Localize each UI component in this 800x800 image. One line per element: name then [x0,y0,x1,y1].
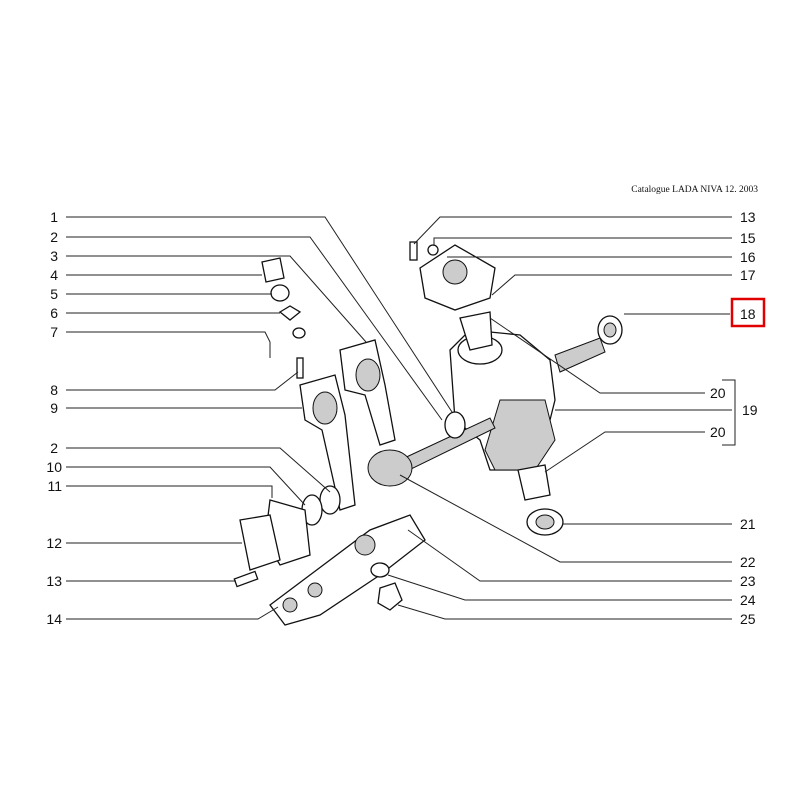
callout-25: 25 [740,611,756,627]
callout-17: 17 [740,267,756,283]
callout-13: 13 [46,573,62,589]
callout-1: 1 [50,209,58,225]
callout-23: 23 [740,573,756,589]
right-labels: 13 15 16 17 18 20 19 20 21 22 23 24 25 [710,209,766,627]
left-labels: 1 2 3 4 5 6 7 8 9 2 10 11 12 13 14 [46,209,62,627]
callout-24: 24 [740,592,756,608]
callout-16: 16 [740,249,756,265]
callout-2b: 2 [50,440,58,456]
callout-11: 11 [47,478,62,494]
callout-2: 2 [50,229,58,245]
leader-lines [66,216,736,620]
callout-15: 15 [740,230,756,246]
callout-5: 5 [50,286,58,302]
callout-8: 8 [50,382,58,398]
callout-3: 3 [50,248,58,264]
callout-4: 4 [50,267,58,283]
callout-22: 22 [740,554,756,570]
callout-19: 19 [742,402,758,418]
catalogue-caption: Catalogue LADA NIVA 12. 2003 [631,185,758,195]
callout-12: 12 [46,535,62,551]
callout-7: 7 [50,324,58,340]
callout-18: 18 [740,306,756,322]
steering-gear-parts [233,241,623,626]
callout-20a: 20 [710,385,726,401]
callout-10: 10 [46,459,62,475]
callout-9: 9 [50,400,58,416]
callout-21: 21 [740,516,756,532]
callout-14: 14 [46,611,62,627]
callout-6: 6 [50,305,58,321]
highlight-box [730,297,766,328]
callout-13r: 13 [740,209,756,225]
callout-20b: 20 [710,424,726,440]
